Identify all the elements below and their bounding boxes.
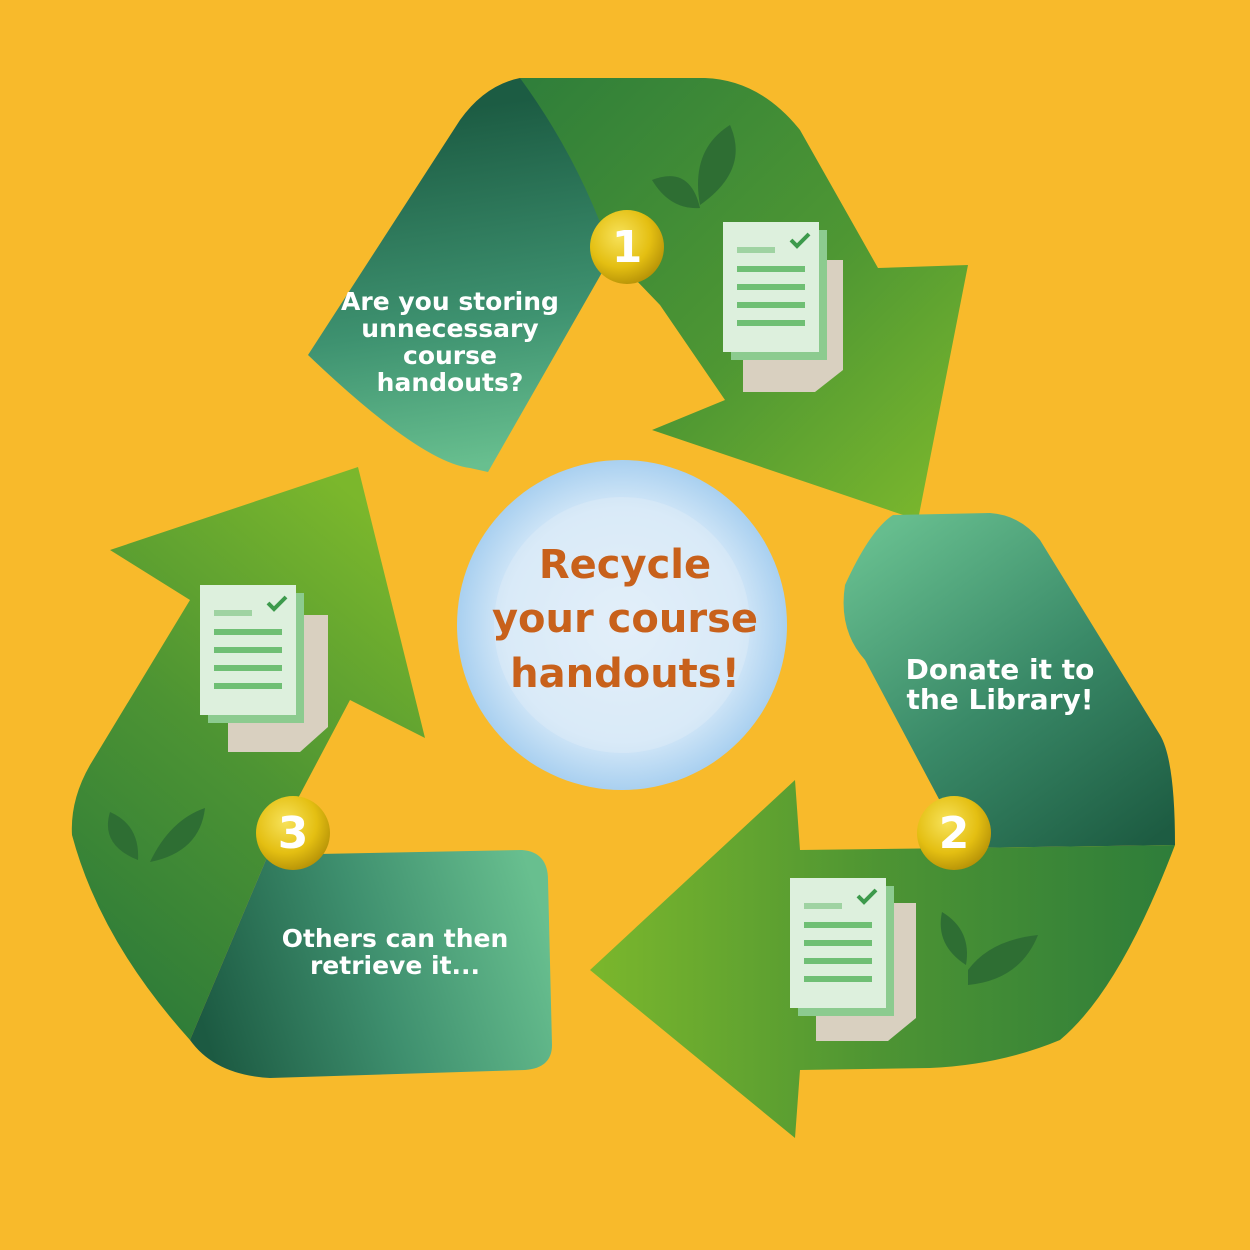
step-2-number: 2 (938, 807, 970, 859)
center-title: Recycle your course handouts! (491, 542, 758, 697)
leaves-icon (107, 808, 205, 862)
check-icon (789, 232, 811, 249)
step-2-text: Donate it to the Library! (905, 653, 1095, 717)
step-1-text: Are you storing unnecessary course hando… (341, 287, 559, 397)
badge-1 (590, 210, 664, 284)
document-stack-icon (723, 222, 843, 392)
arrow-step-3 (71, 467, 552, 1078)
document-stack-icon (790, 878, 916, 1041)
document-stack-icon (200, 585, 328, 752)
badge-2 (917, 796, 991, 870)
badge-3 (256, 796, 330, 870)
step-3-number: 3 (277, 807, 309, 859)
step-3-text: Others can then retrieve it... (281, 924, 509, 980)
step-1-number: 1 (611, 221, 643, 273)
check-icon (266, 595, 288, 612)
check-icon (856, 888, 878, 905)
leaves-icon (652, 125, 736, 209)
leaves-icon (940, 912, 1038, 985)
